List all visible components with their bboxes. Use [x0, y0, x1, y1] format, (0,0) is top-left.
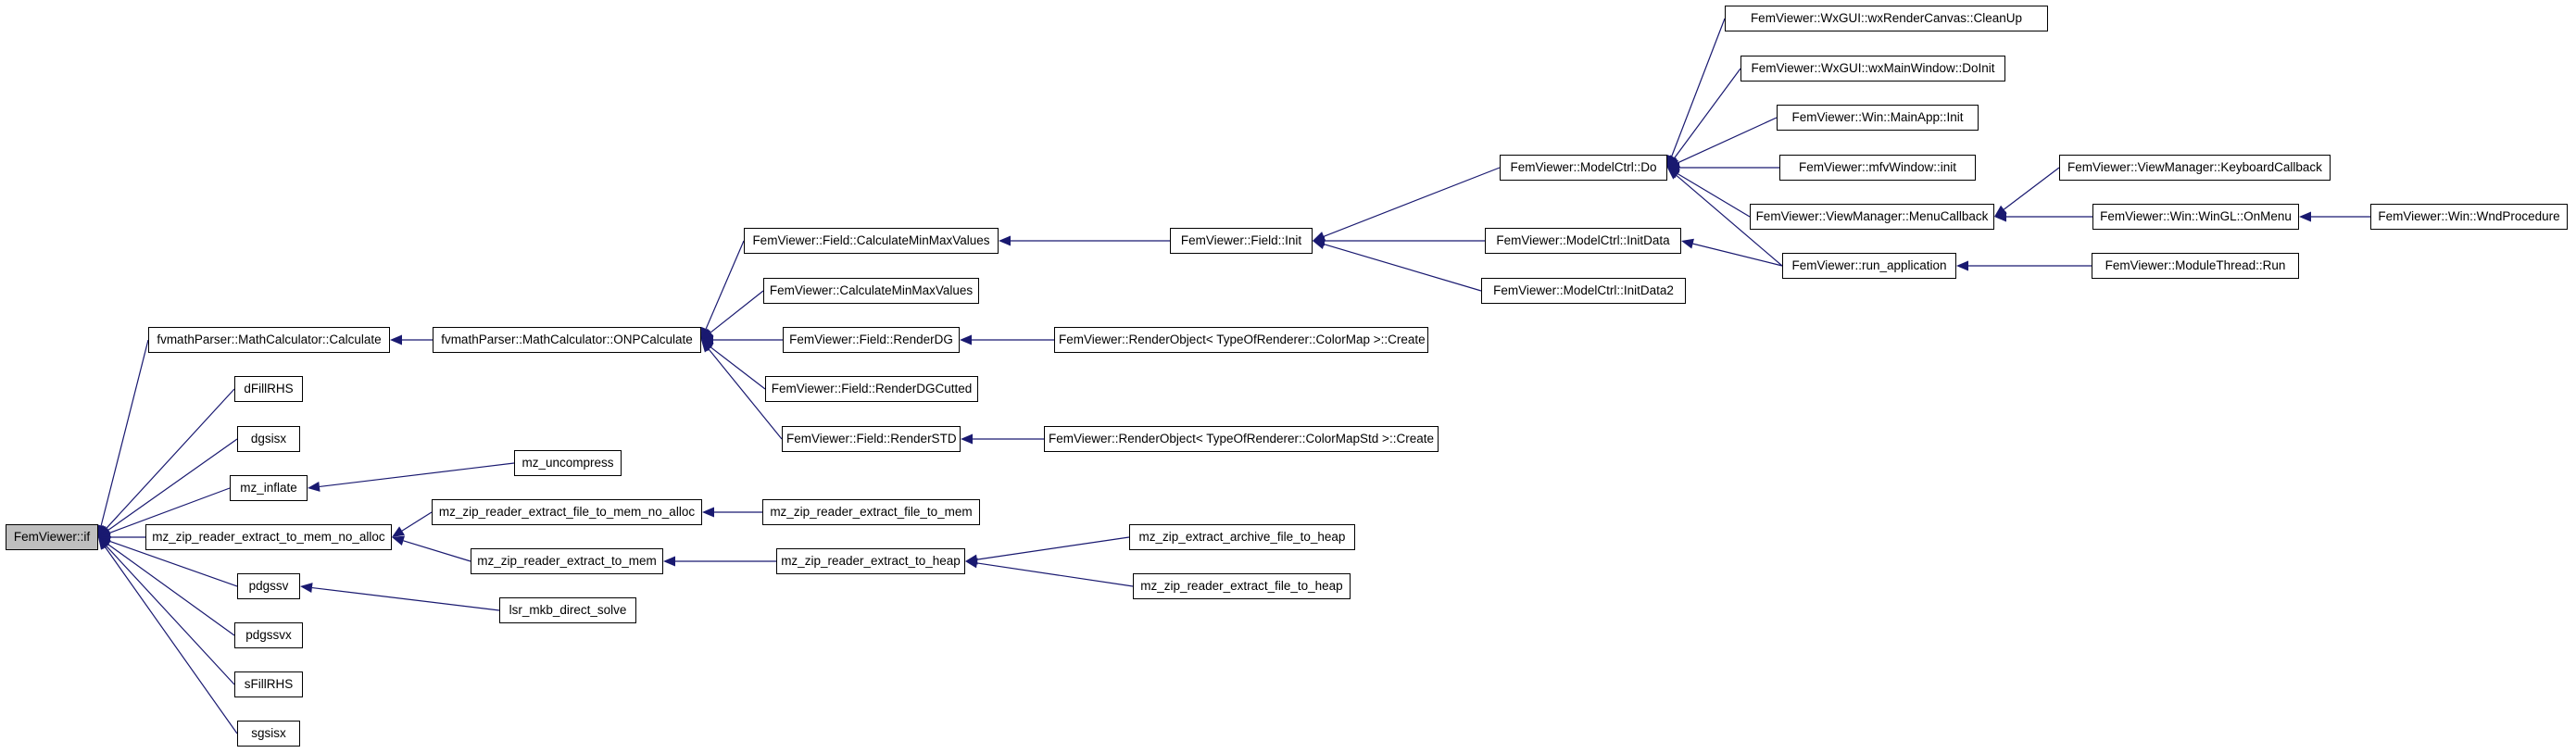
edge-extmem-to-extmemnoalloc [403, 540, 471, 562]
arrowhead-onp-to-calc [390, 334, 402, 345]
node-modelctrl-do[interactable]: FemViewer::ModelCtrl::Do [1500, 155, 1667, 181]
node-mathcalculator-calculate[interactable]: fvmathParser::MathCalculator::Calculate [148, 327, 390, 353]
edge-doinit-to-modeldo [1674, 68, 1741, 158]
arrowhead-renderstd-to-onp [701, 340, 713, 353]
node-mathcalculator-onpcalculate[interactable]: fvmathParser::MathCalculator::ONPCalcula… [433, 327, 701, 353]
node-sfillrhs[interactable]: sFillRHS [234, 671, 303, 697]
arrowhead-doinit-to-modeldo [1667, 155, 1679, 168]
arrowhead-fileheap-to-extheap [965, 558, 978, 569]
node-field-calculateminmaxvalues[interactable]: FemViewer::Field::CalculateMinMaxValues [744, 228, 999, 254]
arrowhead-wndproc-to-onmenu [2299, 211, 2311, 222]
node-mz-zip-reader-extract-file-to-mem-no-alloc[interactable]: mz_zip_reader_extract_file_to_mem_no_all… [432, 499, 702, 525]
arrowhead-filetomemnoalloc-to-extmemnoalloc [392, 526, 405, 537]
node-wxmainwindow-doinit[interactable]: FemViewer::WxGUI::wxMainWindow::DoInit [1740, 56, 2005, 82]
node-femviewer-run-application[interactable]: FemViewer::run_application [1782, 253, 1956, 279]
edge-cleanup-to-modeldo [1671, 18, 1726, 157]
node-win-wndprocedure[interactable]: FemViewer::Win::WndProcedure [2370, 204, 2568, 230]
node-modulethread-run[interactable]: FemViewer::ModuleThread::Run [2092, 253, 2299, 279]
node-mz-inflate[interactable]: mz_inflate [230, 475, 308, 501]
node-renderobject-colormap-create[interactable]: FemViewer::RenderObject< TypeOfRenderer:… [1054, 327, 1428, 353]
edge-archheap-to-extheap [976, 536, 1130, 560]
edge-initdata2-to-fieldinit [1324, 244, 1482, 292]
node-modelctrl-initdata[interactable]: FemViewer::ModelCtrl::InitData [1485, 228, 1681, 254]
node-field-renderstd[interactable]: FemViewer::Field::RenderSTD [782, 426, 961, 452]
edge-fieldminmax-to-onp [705, 240, 745, 330]
node-field-init[interactable]: FemViewer::Field::Init [1170, 228, 1313, 254]
arrowhead-modthread-to-runapp [1956, 260, 1968, 271]
edge-renderstd-to-onp [708, 348, 783, 440]
arrowhead-initdata2-to-fieldinit [1313, 239, 1326, 249]
node-dfillrhs[interactable]: dFillRHS [234, 376, 303, 402]
edge-keycb-to-menucb [2003, 167, 2060, 210]
edge-lsr-to-pdgssv [311, 586, 500, 611]
node-field-renderdg[interactable]: FemViewer::Field::RenderDG [783, 327, 960, 353]
node-mz-zip-extract-archive-file-to-heap[interactable]: mz_zip_extract_archive_file_to_heap [1129, 524, 1355, 550]
node-mfvwindow-init[interactable]: FemViewer::mfvWindow::init [1779, 155, 1976, 181]
edge-pdgssvx-to-root [107, 544, 235, 636]
edge-runapp-to-modeldo [1676, 174, 1783, 267]
edge-dfill-to-root [106, 388, 235, 529]
edge-dgsisx-to-root [107, 438, 238, 531]
edge-sgsisx-to-root [105, 546, 238, 734]
node-mz-zip-reader-extract-to-heap[interactable]: mz_zip_reader_extract_to_heap [776, 548, 965, 574]
edge-calc-to-root [100, 339, 149, 526]
node-pdgssv[interactable]: pdgssv [237, 573, 300, 599]
arrowhead-rocolormapstd-to-renderstd [961, 433, 973, 445]
edge-fileheap-to-extheap [976, 562, 1134, 587]
node-mz-zip-reader-extract-to-mem-no-alloc[interactable]: mz_zip_reader_extract_to_mem_no_alloc [145, 524, 392, 550]
node-viewmanager-menucallback[interactable]: FemViewer::ViewManager::MenuCallback [1750, 204, 1994, 230]
arrowhead-sgsisx-to-root [98, 537, 109, 550]
node-femviewer-if[interactable]: FemViewer::if [6, 524, 98, 550]
edge-menucb-to-modeldo [1677, 173, 1751, 218]
node-renderobject-colormapstd-create[interactable]: FemViewer::RenderObject< TypeOfRenderer:… [1044, 426, 1439, 452]
node-dgsisx[interactable]: dgsisx [237, 426, 300, 452]
arrowhead-onmenu-to-menucb [1994, 211, 2006, 222]
node-mz-uncompress[interactable]: mz_uncompress [514, 450, 622, 476]
node-mz-zip-reader-extract-file-to-mem[interactable]: mz_zip_reader_extract_file_to_mem [762, 499, 980, 525]
arrowhead-fieldinit-to-fieldminmax [999, 235, 1011, 246]
arrowhead-extmem-to-extmemnoalloc [392, 535, 406, 546]
node-mz-zip-reader-extract-file-to-heap[interactable]: mz_zip_reader_extract_file_to_heap [1133, 573, 1351, 599]
edge-minmax-to-onp [710, 290, 764, 333]
node-field-renderdgcutted[interactable]: FemViewer::Field::RenderDGCutted [765, 376, 978, 402]
arrowhead-uncompress-to-inflate [308, 481, 320, 492]
node-pdgssvx[interactable]: pdgssvx [234, 622, 303, 648]
node-sgsisx[interactable]: sgsisx [237, 721, 300, 747]
node-win-mainapp-init[interactable]: FemViewer::Win::MainApp::Init [1777, 105, 1979, 131]
node-win-wingl-onmenu[interactable]: FemViewer::Win::WinGL::OnMenu [2092, 204, 2299, 230]
edge-modeldo-to-fieldinit [1323, 167, 1501, 237]
arrowhead-filetomem-to-filetomemnoalloc [702, 507, 714, 518]
node-wxrendercanvas-cleanup[interactable]: FemViewer::WxGUI::wxRenderCanvas::CleanU… [1725, 6, 2048, 31]
edge-filetomemnoalloc-to-extmemnoalloc [401, 511, 433, 532]
edge-mainapp-to-modeldo [1678, 117, 1778, 164]
arrowhead-rocolormap-to-renderdg [960, 334, 972, 345]
edge-inflate-to-root [108, 487, 231, 534]
edge-pdgssv-to-root [109, 540, 238, 587]
arrowhead-runapp-to-modeldo [1667, 168, 1680, 180]
edge-sfill-to-root [106, 546, 235, 685]
edge-uncompress-to-inflate [319, 462, 515, 488]
arrowhead-extheap-to-extmem [663, 556, 675, 567]
node-lsr-mkb-direct-solve[interactable]: lsr_mkb_direct_solve [499, 597, 636, 623]
edge-renderdgcut-to-onp [710, 346, 766, 390]
node-mz-zip-reader-extract-to-mem[interactable]: mz_zip_reader_extract_to_mem [471, 548, 663, 574]
node-viewmanager-keyboardcallback[interactable]: FemViewer::ViewManager::KeyboardCallback [2059, 155, 2331, 181]
node-modelctrl-initdata2[interactable]: FemViewer::ModelCtrl::InitData2 [1481, 278, 1686, 304]
arrowhead-runapp-to-initdata [1681, 238, 1694, 249]
edge-runapp-to-initdata [1692, 243, 1783, 267]
node-calculateminmaxvalues[interactable]: FemViewer::CalculateMinMaxValues [763, 278, 979, 304]
arrowhead-lsr-to-pdgssv [300, 583, 313, 594]
